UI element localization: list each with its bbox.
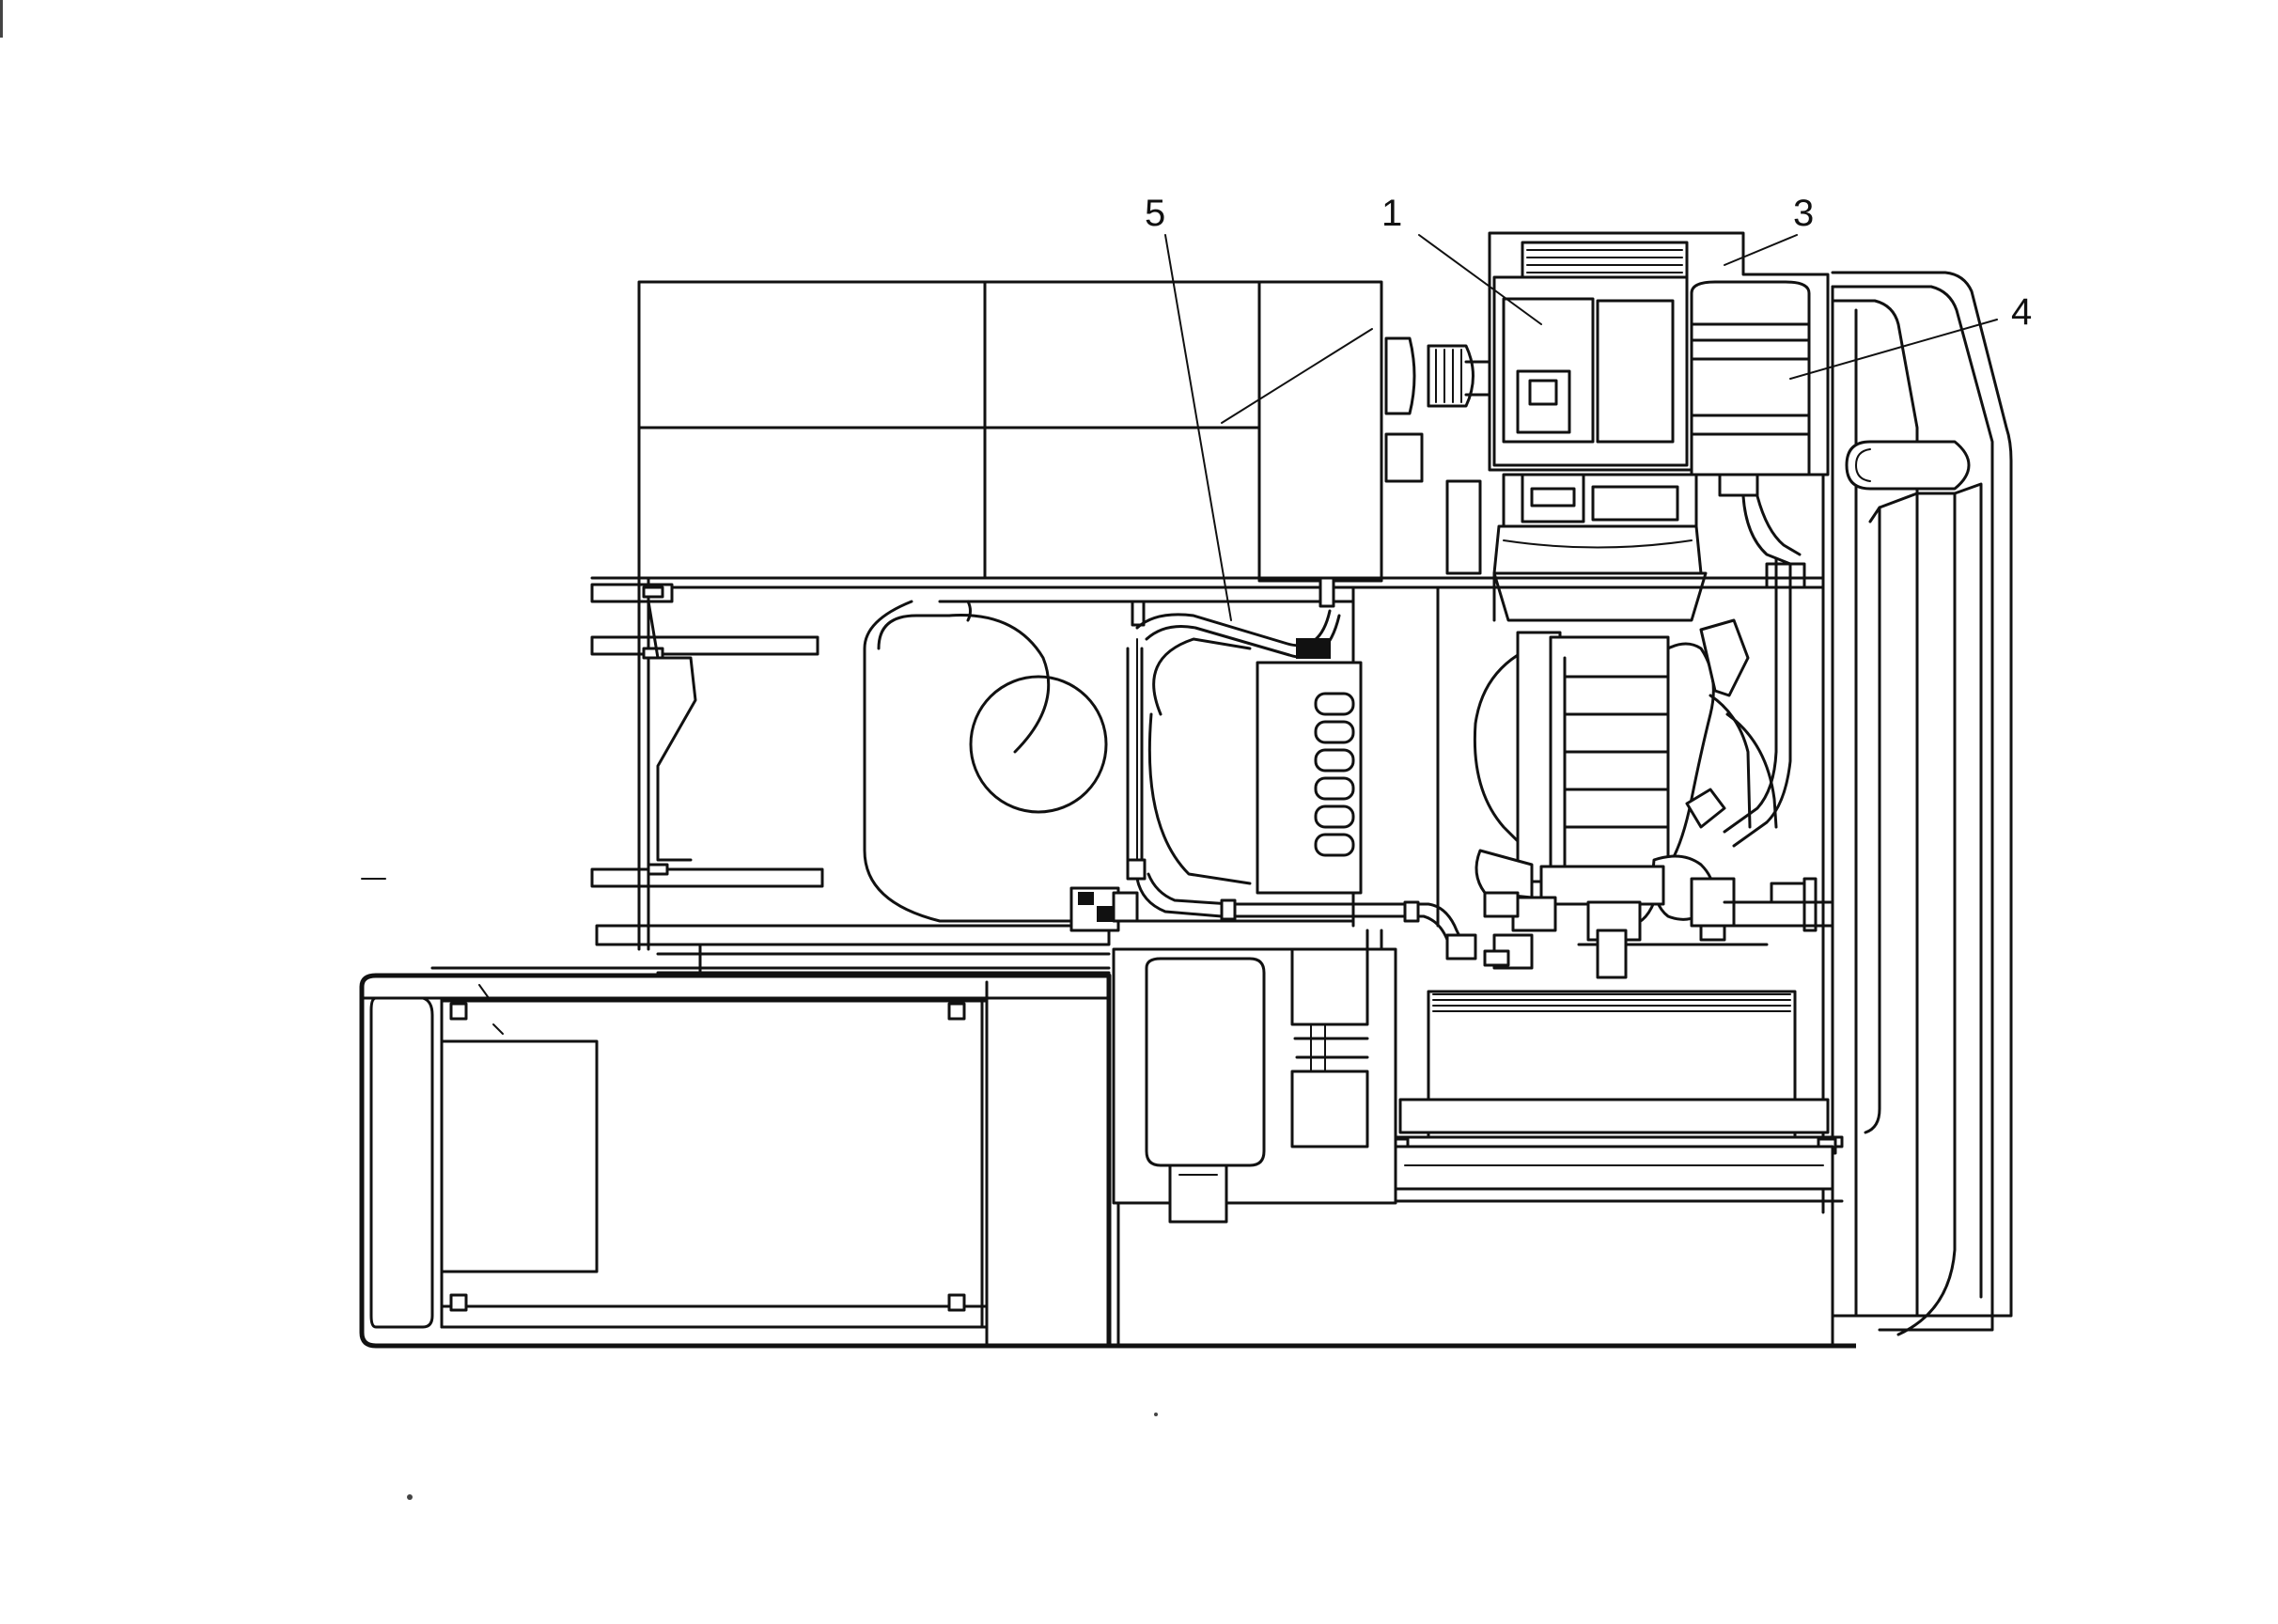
callout-5: 5 [1145,193,1165,234]
battery-block [637,280,1496,583]
callout-labels: 5 1 3 4 [1145,193,2032,333]
fuel-hoses [1069,576,1534,1205]
lower-right-components [1384,990,1844,1191]
control-panel [1112,947,1397,1224]
callout-1: 1 [1381,193,1402,234]
engine [1445,473,1834,979]
air-cleaner-assembly [1488,231,1830,589]
callout-3: 3 [1793,193,1814,234]
leader-lines [1164,234,1998,621]
right-housing [1831,271,2013,1336]
tank-cradle [590,576,1825,975]
lower-left-cabinet [359,966,1112,1349]
callout-4: 4 [2011,291,2032,333]
scan-marks [0,0,1158,1500]
